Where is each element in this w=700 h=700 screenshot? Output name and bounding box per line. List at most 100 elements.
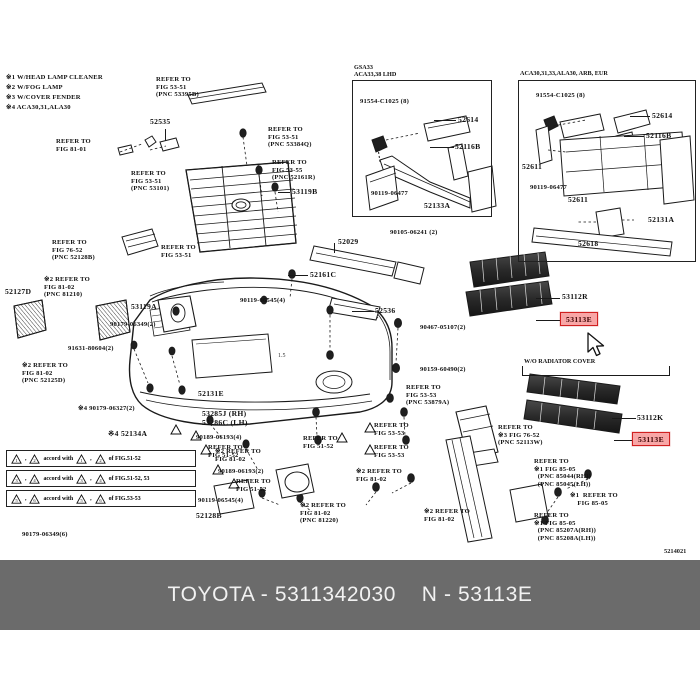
part-label-52611-a: 52611: [522, 162, 543, 171]
mouse-cursor: [587, 332, 605, 357]
fastener-label-5: 90105-06241 (2): [390, 229, 438, 236]
part-label-52128B: 52128B: [196, 511, 222, 520]
refer-note-5: REFER TO FIG 53-55 (PNC 52161R): [272, 159, 316, 182]
svg-text:6: 6: [34, 497, 37, 502]
legend-item-3: ※3 W/COVER FENDER: [6, 94, 81, 101]
svg-text:1.5: 1.5: [278, 353, 286, 359]
part-label-52127D: 52127D: [5, 287, 32, 296]
warning-triangle-icon: 1: [11, 453, 22, 464]
refer-note-4: REFER TO FIG 53-51 (PNC 53384Q): [268, 126, 312, 149]
legend-item-1: ※1 W/HEAD LAMP CLEANER: [6, 74, 103, 81]
accord-note-row-2: 3 , 4 accord with 3 , 4 of FIG.51-52, 53: [6, 470, 196, 487]
accord-note-row-1: 1 , 2 accord with 1 , 2 of FIG.51-52: [6, 450, 196, 467]
part-label-53112K: 53112K: [637, 413, 664, 422]
refer-note-10: REFER TO FIG 53-53 (PNC 53879A): [406, 384, 450, 407]
svg-text:6: 6: [99, 497, 102, 502]
refer-note-22: ※2 REFER TO FIG 81-02: [215, 448, 261, 463]
accord-sep-6: ,: [90, 495, 92, 502]
fastener-label-4: 90119-06477: [530, 184, 568, 191]
warning-triangle-icon: 5: [11, 493, 22, 504]
part-label-52161C: 52161C: [310, 270, 337, 279]
fastener-label-11: 90189-06193(4): [196, 434, 242, 441]
warning-triangle-icon: 3: [76, 473, 87, 484]
fastener-label-10: 90159-60490(2): [420, 366, 466, 373]
leader-52535: [165, 129, 166, 141]
refer-note-18: REFER TO ※3 FIG 76-52 (PNC 52113W): [498, 424, 543, 447]
part-label-52536: 52536: [375, 306, 396, 315]
part-label-52131E: 52131E: [198, 389, 224, 398]
refer-note-2: REFER TO FIG 81-01: [56, 138, 91, 153]
leader-52536: [352, 311, 374, 312]
part-label-53285J: 53285J (RH): [202, 409, 247, 418]
accord-note-text-2: accord with: [43, 475, 74, 482]
svg-text:1: 1: [15, 457, 17, 462]
bracket-top: [522, 375, 670, 376]
fastener-label-13: 90119-06545(4): [198, 497, 244, 504]
svg-text:5: 5: [15, 497, 18, 502]
highlighted-part-53113E-lower[interactable]: 53113E: [632, 432, 671, 446]
highlighted-part-53113E-upper[interactable]: 53113E: [560, 312, 599, 326]
warning-triangle-icon: 1: [76, 453, 87, 464]
part-label-52116B-b: 52116B: [646, 131, 672, 140]
accord-note-suffix-1: of FIG.51-52: [108, 455, 141, 462]
part-label-52614-a: 52614: [458, 115, 479, 124]
warning-triangle-icon: [212, 464, 224, 475]
warning-triangle-icon: 4: [94, 473, 106, 484]
fastener-label-7: 90179-06349(2): [110, 321, 156, 328]
legend-item-4: ※4 ACA30,31,ALA30: [6, 104, 71, 111]
refer-note-8: ※2 REFER TO FIG 81-02 (PNC 81210): [44, 276, 90, 299]
warning-triangle-icon: 6: [29, 493, 41, 504]
footer-part-text: TOYOTA - 5311342030 N - 53113E: [167, 583, 533, 606]
leader-53113E-upper: [536, 320, 560, 321]
part-label-52029: 52029: [338, 237, 359, 246]
leader-52029: [334, 243, 335, 253]
part-label-52611-b: 52611: [568, 195, 589, 204]
inset-box-lhd: [352, 80, 492, 217]
part-label-53286C: 53286C (LH): [202, 418, 248, 427]
svg-text:2: 2: [34, 457, 37, 462]
refer-note-20: ※1 REFER TO FIG 85-05: [570, 492, 618, 507]
warning-triangle-icon: [228, 478, 240, 489]
accord-note-suffix-2: of FIG.51-52, 53: [108, 475, 150, 482]
refer-note-17: ※2 REFER TO FIG 81-02 (PNC 81220): [300, 502, 346, 525]
legend-item-2: ※2 W/FOG LAMP: [6, 84, 63, 91]
warning-triangle-icon: 4: [29, 473, 41, 484]
part-label-52131A: 52131A: [648, 215, 675, 224]
fastener-label-8: 91631-80604(2): [68, 345, 114, 352]
part-label-52134A: ※4 52134A: [108, 429, 148, 438]
accord-sep-2: ,: [90, 455, 92, 462]
part-label-52618: 52618: [578, 239, 599, 248]
leader-52116B-b: [624, 136, 644, 137]
refer-note-13: REFER TO FIG 53-53: [374, 422, 409, 437]
refer-note-9: ※2 REFER TO FIG 81-02 (PNC 52125D): [22, 362, 68, 385]
part-label-52116B-a: 52116B: [455, 142, 481, 151]
below-footer-area: [0, 630, 700, 700]
fastener-label-2: 91554-C1025 (8): [536, 92, 585, 99]
warning-triangle-icon: [190, 430, 202, 441]
bracket-right: [669, 366, 670, 376]
warning-triangle-icon: 5: [76, 493, 87, 504]
accord-sep-4: ,: [90, 475, 92, 482]
fastener-label-6: 90119-06545(4): [240, 297, 286, 304]
refer-note-7: REFER TO FIG 53-51: [161, 244, 196, 259]
warning-triangle-icon: [336, 432, 348, 443]
warning-triangle-icon: [170, 424, 182, 435]
refer-note-11: REFER TO FIG 51-52: [208, 444, 243, 459]
inset-box-eur: [518, 80, 696, 262]
refer-note-12: REFER TO FIG 51-52: [236, 478, 271, 493]
warning-triangle-icon: 2: [94, 453, 106, 464]
part-label-52535: 52535: [150, 117, 171, 126]
warning-triangle-icon: [364, 444, 376, 455]
bracket-left: [522, 366, 523, 376]
warning-triangle-icon: [364, 422, 376, 433]
leader-53112R: [536, 298, 560, 299]
part-label-52133A: 52133A: [424, 201, 451, 210]
refer-note-14: REFER TO FIG 53-53: [374, 444, 409, 459]
wo-radiator-cover-header: W/O RADIATOR COVER: [524, 358, 596, 365]
svg-text:5: 5: [80, 497, 83, 502]
svg-text:3: 3: [80, 477, 83, 482]
accord-note-text-1: accord with: [43, 455, 74, 462]
warning-triangle-icon: 3: [11, 473, 22, 484]
